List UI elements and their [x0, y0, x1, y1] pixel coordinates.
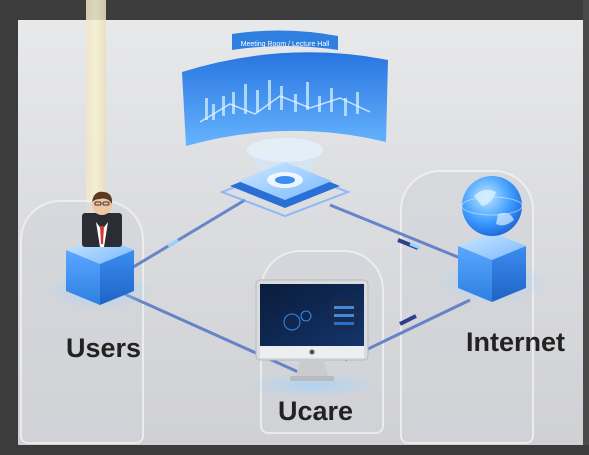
- users-node: [45, 191, 155, 310]
- businessman-avatar-icon: [82, 191, 122, 247]
- photo-frame-left: [0, 0, 18, 455]
- globe-icon: [461, 176, 523, 236]
- hologram-display-icon: Meeting Room / Lecture Hall: [182, 30, 388, 218]
- internet-node: [434, 176, 550, 304]
- users-label: Users: [66, 333, 142, 363]
- ucare-label: Ucare: [278, 396, 354, 426]
- monitor-icon: [243, 279, 383, 397]
- link-users-ucare: [119, 290, 306, 377]
- photo-frame-top: [0, 0, 589, 20]
- link-room-internet: [329, 203, 471, 264]
- link-signal-glints: [167, 238, 421, 250]
- link-signal-dashes: [397, 238, 419, 326]
- internet-label: Internet: [466, 327, 566, 357]
- photo-frame-right: [583, 0, 589, 455]
- room-screen-title: Meeting Room / Lecture Hall: [241, 41, 330, 48]
- photo-frame-bottom: [0, 445, 589, 455]
- link-users-room: [119, 198, 246, 277]
- background-pillar: [86, 0, 106, 240]
